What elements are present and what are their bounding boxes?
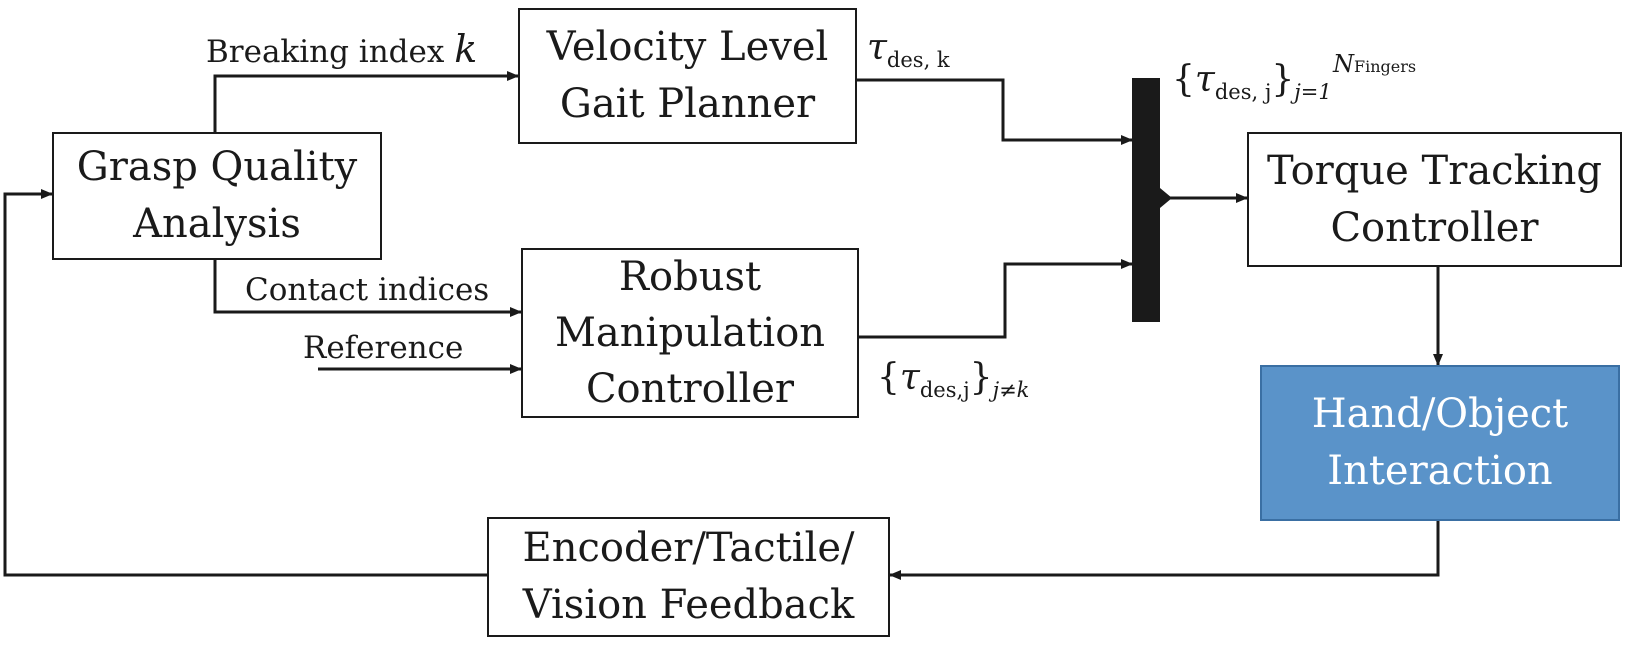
mux-output-notch <box>1160 188 1172 208</box>
grasp-quality-analysis-block: Grasp Quality Analysis <box>52 132 382 260</box>
tau-symbol: τ <box>1194 59 1215 100</box>
block-line: Torque Tracking <box>1267 147 1602 194</box>
hand-object-interaction-block: Hand/Object Interaction <box>1260 365 1620 521</box>
breaking-index-text: Breaking index <box>206 34 445 70</box>
block-line: Grasp Quality <box>76 144 358 190</box>
set-lower-index: j=1 <box>1294 80 1332 104</box>
mux-output-set-label: {τdes, j}j=1 <box>1172 62 1332 103</box>
mux-bar <box>1132 78 1160 322</box>
block-line: Gait Planner <box>559 81 816 127</box>
arrow-robust-to-mux <box>859 259 1133 339</box>
arrow-feedback-to-grasp <box>3 189 487 577</box>
tau-symbol: τ <box>867 27 887 68</box>
velocity-level-gait-planner-block: Velocity Level Gait Planner <box>518 8 857 144</box>
tau-subscript: des, k <box>886 48 950 72</box>
block-line: Hand/Object <box>1311 391 1569 437</box>
mux-output-upper-index: NFingers <box>1333 52 1416 76</box>
block-line: Velocity Level <box>546 24 829 70</box>
upper-n-subscript: Fingers <box>1354 57 1417 76</box>
left-brace: { <box>877 357 900 398</box>
reference-label: Reference <box>303 330 464 366</box>
block-line: Interaction <box>1327 448 1553 494</box>
arrow-gait-to-mux <box>857 78 1133 145</box>
robust-output-set-label: {τdes,j}j≠k <box>877 360 1029 401</box>
block-line: Analysis <box>133 201 301 247</box>
block-line: Vision Feedback <box>522 582 855 628</box>
tau-symbol: τ <box>899 357 920 398</box>
block-line: Robust <box>618 254 762 300</box>
tau-subscript: des, j <box>1214 80 1272 104</box>
arrow-grasp-to-robust <box>213 258 522 317</box>
block-line: Controller <box>1330 204 1539 251</box>
arrow-hand-to-feedback <box>889 521 1440 580</box>
block-line: Encoder/Tactile/ <box>522 525 855 571</box>
block-line: Manipulation <box>554 310 826 356</box>
block-line: Controller <box>585 366 795 412</box>
set-lower-index: j≠k <box>992 378 1030 402</box>
upper-n: N <box>1333 50 1354 78</box>
torque-tracking-controller-block: Torque Tracking Controller <box>1247 132 1622 267</box>
encoder-tactile-vision-feedback-block: Encoder/Tactile/ Vision Feedback <box>487 517 890 637</box>
right-brace: } <box>969 357 993 398</box>
contact-indices-label: Contact indices <box>245 272 490 308</box>
breaking-index-label: Breaking index k <box>206 30 477 68</box>
right-brace: } <box>1271 59 1295 100</box>
tau-des-k-label: τdes, k <box>867 30 950 71</box>
robust-manipulation-controller-block: Robust Manipulation Controller <box>521 248 859 418</box>
left-brace: { <box>1172 59 1195 100</box>
arrow-grasp-to-gait <box>213 71 519 132</box>
breaking-index-symbol: k <box>454 27 478 71</box>
tau-subscript: des,j <box>919 378 970 402</box>
